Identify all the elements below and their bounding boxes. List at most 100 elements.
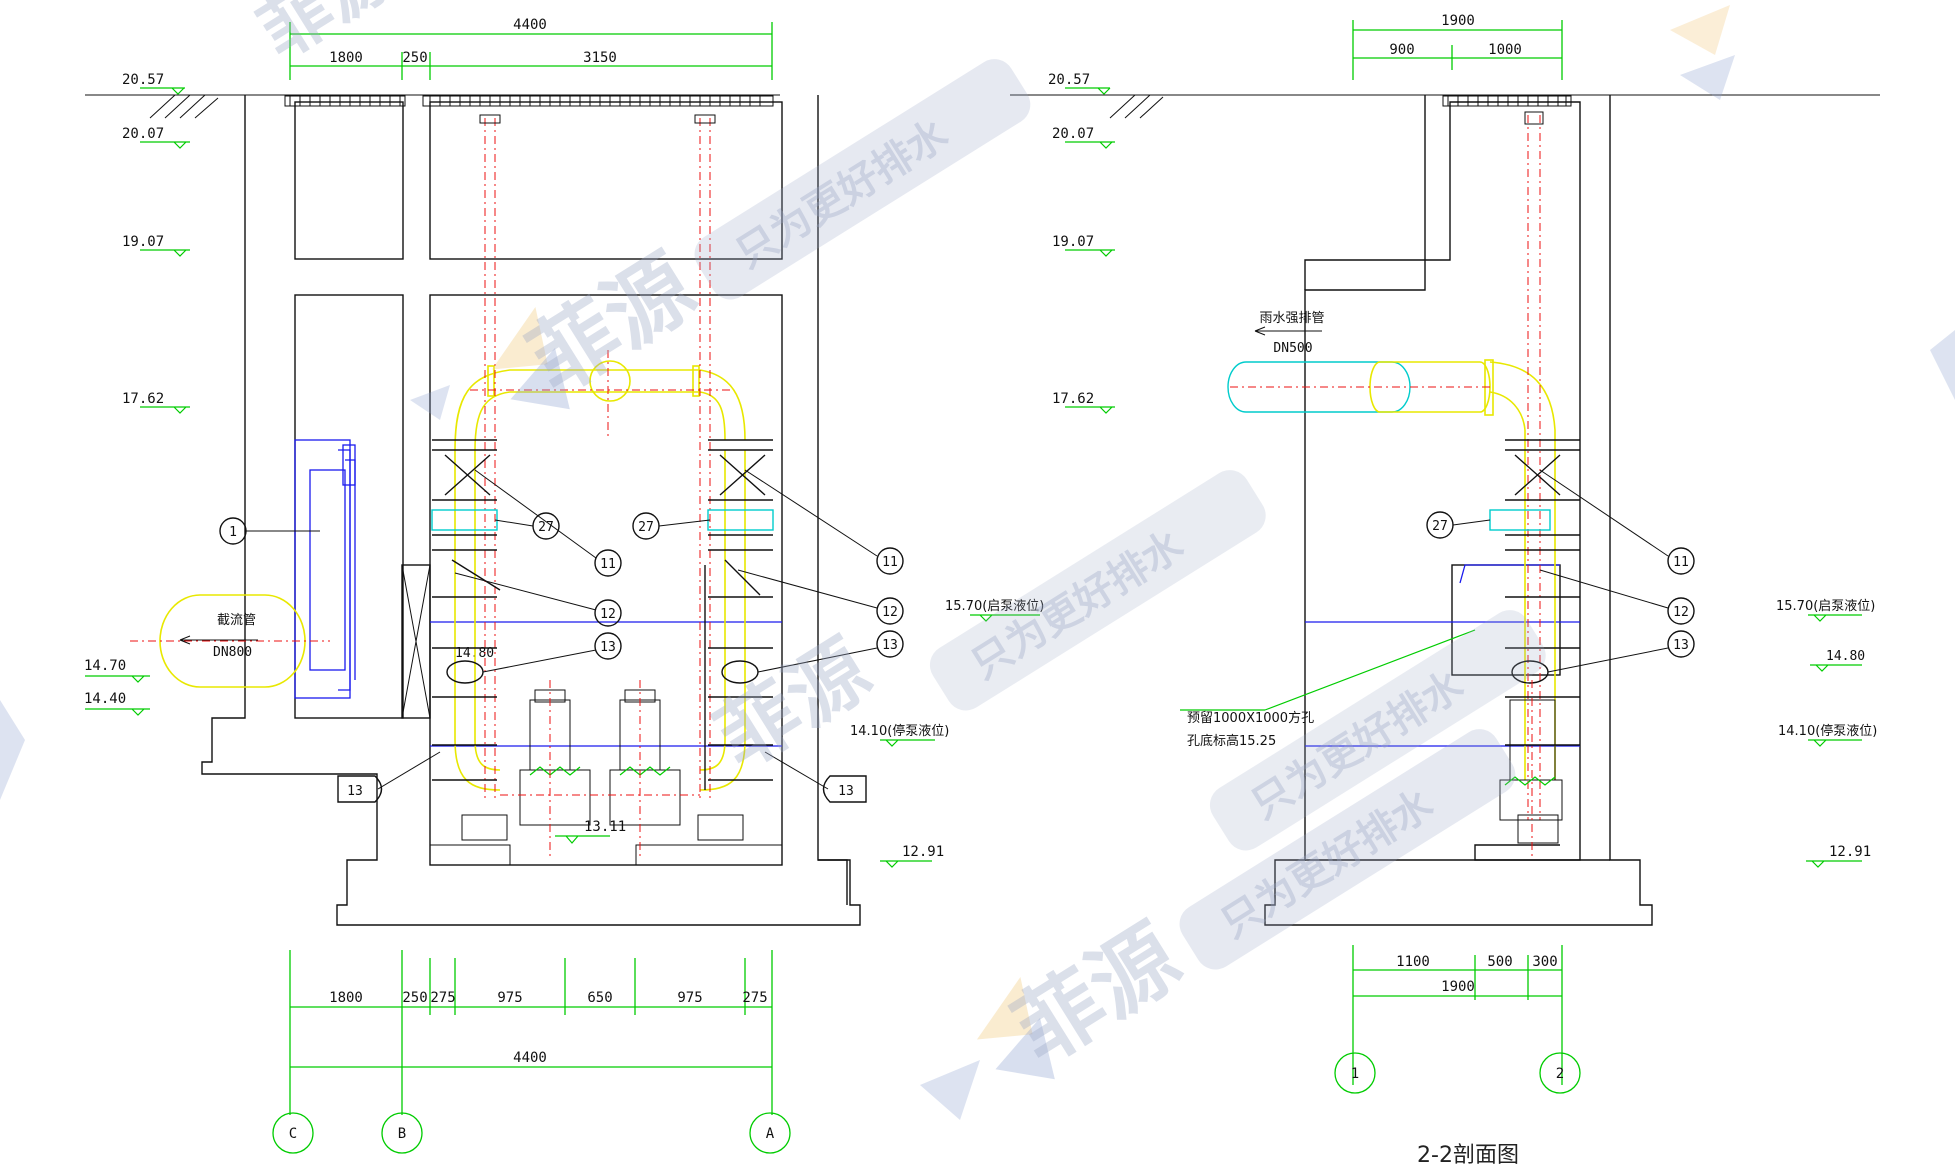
dim-overall-top: 4400 <box>513 17 547 33</box>
axis-b: B <box>398 1126 406 1142</box>
hole-flap <box>1459 564 1560 584</box>
cover-plate-left <box>284 95 406 107</box>
dim-275-bottom-left: 275 <box>430 990 455 1006</box>
elev-r-19-07: 19.07 <box>1052 234 1094 250</box>
dim-1100-bottom: 1100 <box>1396 954 1430 970</box>
callout-r-13: 13 <box>1673 638 1689 653</box>
callout-11-right: 11 <box>882 555 898 570</box>
axis-bubbles: C B A <box>272 1112 791 1154</box>
dim-3150-top: 3150 <box>583 50 617 66</box>
elevation-markers-right: 20.57 20.07 19.07 17.62 12.91 14.80 15.7… <box>1048 72 1877 868</box>
submersible-pumps <box>461 680 744 860</box>
dim-975-bottom-right: 975 <box>677 990 702 1006</box>
dim-1000-top: 1000 <box>1488 42 1522 58</box>
elev-13-11: 13.11 <box>584 819 626 835</box>
screen-opening <box>401 564 431 719</box>
callout-13-right-upper: 13 <box>882 638 898 653</box>
watermark-slogan-4: 只为更好排水 <box>1244 662 1473 829</box>
dim-650-bottom: 650 <box>587 990 612 1006</box>
chamber-lower-left <box>294 294 404 719</box>
callout-13-left-lower: 13 <box>347 784 363 799</box>
inflow-assembly: 截流管 DN800 <box>130 439 356 699</box>
callout-r-12: 12 <box>1673 605 1689 620</box>
callout-11-left: 11 <box>600 557 616 572</box>
water-stop-level: 14.10(停泵液位) <box>850 723 949 739</box>
elev-14-40: 14.40 <box>84 691 126 707</box>
watermark-brand-3: 菲源 <box>246 0 408 74</box>
callout-1: 1 <box>229 525 237 540</box>
watermark-slogan-1: 只为更好排水 <box>728 111 957 278</box>
elev-r-14-80: 14.80 <box>1826 649 1865 664</box>
hole-note-elev: 孔底标高15.25 <box>1187 733 1276 749</box>
callout-12-right: 12 <box>882 605 898 620</box>
water-start-level-right: 15.70(启泵液位) <box>1776 599 1875 614</box>
ground-hatch <box>149 94 219 119</box>
elev-14-70: 14.70 <box>84 658 126 674</box>
outlet-pipe-dn: DN500 <box>1273 341 1312 356</box>
flowmeter-r <box>1489 509 1551 531</box>
well-structure <box>201 95 861 926</box>
elev-r-17-62: 17.62 <box>1052 391 1094 407</box>
dim-overall-bottom: 4400 <box>513 1050 547 1066</box>
watermark-brand-1: 菲源 <box>513 237 712 413</box>
callout-12-left: 12 <box>600 607 616 622</box>
elev-r-20-57: 20.57 <box>1048 72 1090 88</box>
callout-27-right: 27 <box>638 520 654 535</box>
dim-1800-bottom: 1800 <box>329 990 363 1006</box>
bottom-dimensions: 1800 250 275 975 650 975 275 4400 <box>289 950 773 1115</box>
riser-right <box>1489 111 1580 860</box>
watermark-slogan-2: 只为更好排水 <box>1213 781 1442 948</box>
dim-1800-top: 1800 <box>329 50 363 66</box>
cover-plate-right <box>422 95 774 107</box>
dim-500-bottom: 500 <box>1487 954 1512 970</box>
elev-20-57: 20.57 <box>122 72 164 88</box>
watermark-brand-2: 菲源 <box>998 907 1197 1083</box>
dim-250-bottom: 250 <box>402 990 427 1006</box>
dim-250-top: 250 <box>402 50 427 66</box>
axis-c: C <box>289 1126 297 1142</box>
water-start-level: 15.70(启泵液位) <box>945 599 1044 614</box>
dim-975-bottom-left: 975 <box>497 990 522 1006</box>
axis-2: 2 <box>1556 1066 1564 1082</box>
callout-r-27: 27 <box>1432 519 1448 534</box>
inflow-pipe-dn: DN800 <box>213 645 252 660</box>
flowmeter-right <box>707 509 774 531</box>
bottom-dimensions-right: 1100 500 300 1900 1 2 <box>1334 945 1581 1094</box>
callout-13-right-lower: 13 <box>838 784 854 799</box>
callout-27-left: 27 <box>538 520 554 535</box>
callout-13-left-upper: 13 <box>600 640 616 655</box>
top-dimensions-right: 1900 900 1000 <box>1352 13 1563 80</box>
callouts: 1 27 27 11 11 12 12 13 13 <box>219 469 904 803</box>
elev-19-07: 19.07 <box>122 234 164 250</box>
dim-300-bottom: 300 <box>1532 954 1557 970</box>
dim-1900-top: 1900 <box>1441 13 1475 29</box>
axis-a: A <box>766 1126 775 1142</box>
outlet-pipe-label: 雨水强排管 <box>1259 311 1324 326</box>
water-stop-level-right: 14.10(停泵液位) <box>1778 723 1877 739</box>
hole-note-size: 预留1000X1000方孔 <box>1187 710 1314 726</box>
well-structure-right <box>1264 95 1653 926</box>
dim-1900-bottom: 1900 <box>1441 979 1475 995</box>
chamber-upper-right <box>429 101 783 260</box>
outlet-assembly: 雨水强排管 DN500 <box>1227 311 1556 431</box>
cover-plate-r <box>1442 95 1572 107</box>
dim-900-top: 900 <box>1389 42 1414 58</box>
flap-gate <box>294 439 351 699</box>
reserved-hole <box>1451 564 1561 676</box>
axis-1: 1 <box>1351 1066 1359 1082</box>
elevation-markers: 20.57 20.07 19.07 17.62 14.70 14.40 13.1… <box>84 72 1044 868</box>
hole-note: 预留1000X1000方孔 孔底标高15.25 <box>1180 629 1476 749</box>
right-section: 1900 900 1000 20.57 20.07 19.07 17.62 12… <box>1010 13 1880 1168</box>
watermark-brand-4: 菲源 <box>701 622 886 786</box>
elev-r-12-91: 12.91 <box>1829 844 1871 860</box>
dim-275-bottom-right: 275 <box>742 990 767 1006</box>
flowmeter-left <box>431 509 498 531</box>
chamber-upper-left <box>294 101 404 260</box>
elev-17-62: 17.62 <box>122 391 164 407</box>
callouts-right: 27 11 12 13 <box>1426 469 1695 673</box>
elev-r-20-07: 20.07 <box>1052 126 1094 142</box>
left-section: 4400 1800 250 3150 20.57 20.07 19.07 17.… <box>84 17 1044 1154</box>
elev-12-91: 12.91 <box>902 844 944 860</box>
callout-r-11: 11 <box>1673 555 1689 570</box>
